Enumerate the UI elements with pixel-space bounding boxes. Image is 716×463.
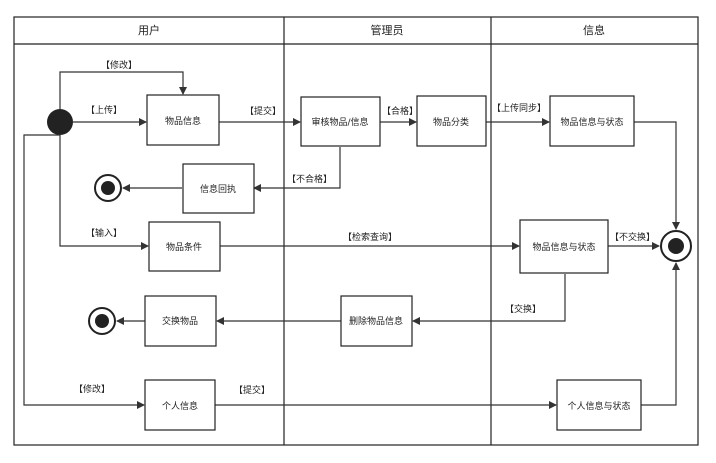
label-input: 【输入】 [86,227,122,239]
lane-header-info: 信息 [583,23,605,37]
node-review: 审核物品/信息 [300,96,381,147]
edge-input [59,135,149,250]
node-receipt: 信息回执 [182,163,255,214]
edge-modify-bottom [23,134,145,409]
edge-personal-end [641,262,680,406]
label-modify-top: 【修改】 [101,59,137,71]
start-node [47,109,73,135]
label-modify-bottom: 【修改】 [74,383,110,395]
swimlane-frame [13,16,699,446]
node-info-status-top: 物品信息与状态 [549,95,635,147]
label-upload-sync: 【上传同步】 [492,102,546,114]
node-personal-status: 个人信息与状态 [556,379,642,431]
node-item-condition: 物品条件 [148,221,221,272]
label-pass: 【合格】 [382,105,418,117]
svg-text:物品条件: 物品条件 [166,241,202,253]
lane-header-user: 用户 [138,23,160,37]
node-classify: 物品分类 [416,95,487,147]
svg-text:物品信息: 物品信息 [165,115,201,127]
node-delete-info: 删除物品信息 [340,295,413,347]
edge-exchange [412,274,566,325]
node-info-status-mid: 物品信息与状态 [519,219,609,274]
end-node-info [660,230,692,262]
node-personal-info: 个人信息 [144,379,216,431]
edge-fail [253,147,341,192]
label-submit-top: 【提交】 [245,105,281,117]
svg-text:审核物品/信息: 审核物品/信息 [311,116,368,128]
label-no-exchange: 【不交换】 [610,231,655,243]
svg-text:个人信息与状态: 个人信息与状态 [567,400,630,412]
svg-text:个人信息: 个人信息 [162,400,198,412]
edge-status-top-end [634,121,680,230]
label-submit-bottom: 【提交】 [234,384,270,396]
label-fail: 【不合格】 [287,173,332,185]
lane-header-admin: 管理员 [371,23,404,37]
label-upload: 【上传】 [86,104,122,116]
node-exchange-item: 交换物品 [144,295,217,347]
svg-text:物品信息与状态: 物品信息与状态 [560,116,623,128]
end-node-receipt [94,174,122,202]
svg-text:交换物品: 交换物品 [162,315,198,327]
svg-text:物品信息与状态: 物品信息与状态 [532,241,595,253]
svg-text:删除物品信息: 删除物品信息 [349,315,403,327]
end-node-exchange [88,307,116,335]
label-exchange: 【交换】 [505,303,541,315]
node-item-info: 物品信息 [146,94,220,146]
label-search: 【检索查询】 [343,231,397,243]
svg-text:物品分类: 物品分类 [433,116,469,128]
svg-text:信息回执: 信息回执 [200,183,236,195]
edge-modify-top [59,71,187,109]
